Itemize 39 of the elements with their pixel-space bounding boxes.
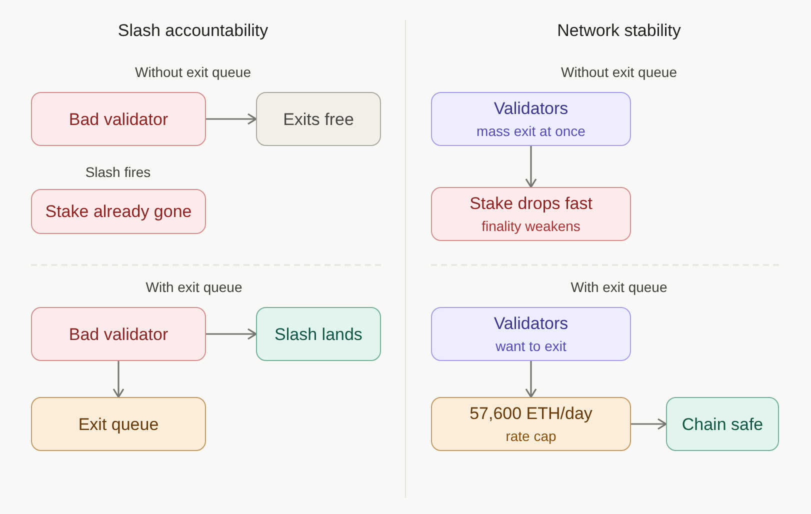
node-caption: Slash fires (85, 163, 151, 182)
arrow (525, 146, 537, 188)
process-box (31, 189, 206, 234)
node-title: Bad validator (68, 324, 168, 344)
node-title: Bad validator (68, 108, 168, 130)
arrow (631, 418, 667, 430)
node-title: Validators (494, 313, 568, 334)
arrow (206, 328, 257, 340)
node-title: Stake drops fast (470, 193, 592, 214)
process-box (31, 397, 206, 451)
node-title: Validators (494, 98, 568, 119)
node-subtitle: rate cap (506, 427, 556, 445)
column-heading: Network stability (557, 20, 681, 42)
process-box (31, 307, 206, 361)
arrow (525, 361, 537, 398)
node-subtitle: want to exit (496, 337, 566, 355)
process-box (31, 92, 206, 146)
node-title: Exit queue (78, 414, 159, 434)
node-title: Chain safe (682, 414, 764, 434)
process-box (431, 397, 631, 451)
arrow (112, 361, 124, 398)
node-subtitle: mass exit at once (476, 122, 586, 140)
process-box (256, 92, 381, 146)
section-label: With exit queue (146, 278, 242, 297)
section-label: Without exit queue (135, 63, 251, 82)
node-title: Slash lands (274, 324, 362, 344)
process-box (431, 92, 631, 146)
process-box (666, 397, 779, 451)
node-title: 57,600 ETH/day (470, 403, 592, 424)
process-box (256, 307, 381, 361)
column-heading: Slash accountability (118, 20, 268, 42)
section-label: Without exit queue (561, 63, 677, 82)
process-box (431, 187, 631, 241)
node-title: Stake already gone (45, 201, 192, 222)
section-label: With exit queue (570, 278, 668, 297)
arrow (206, 113, 257, 125)
node-subtitle: finality weakens (482, 217, 580, 235)
process-box (431, 307, 631, 361)
node-title: Exits free (283, 108, 354, 130)
